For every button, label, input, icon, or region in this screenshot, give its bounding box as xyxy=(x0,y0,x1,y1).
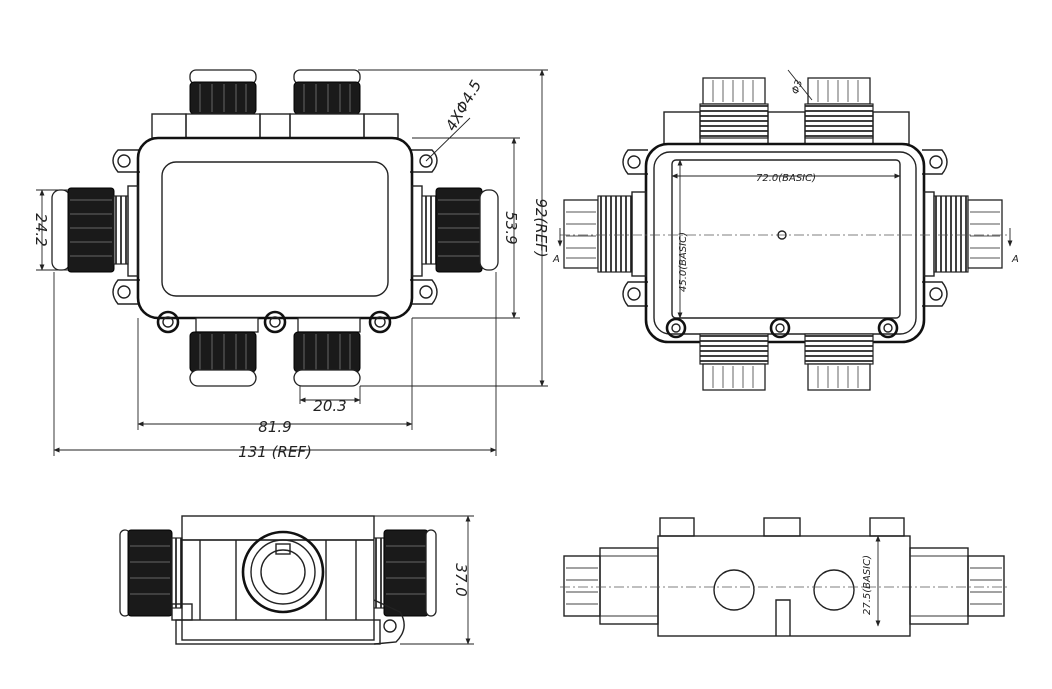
dim-hole-label: 4XΦ4.5 xyxy=(442,77,485,134)
side-gland-ring xyxy=(241,530,325,614)
top-view-dimensions xyxy=(36,69,548,456)
inner-view: 72.0(BASIC) 45.0(BASIC) Φ3 A A xyxy=(552,69,1019,391)
center-mark xyxy=(777,230,787,240)
side-view: 37.0 xyxy=(119,515,474,645)
dim-pitch-label: 20.3 xyxy=(313,397,346,415)
dim-width-inner-label: 81.9 xyxy=(258,418,291,436)
inner-side-glands xyxy=(563,191,1003,277)
top-gland-left xyxy=(185,69,261,139)
section-label-left: A xyxy=(552,254,560,265)
left-gland xyxy=(51,185,139,277)
top-view: 4XΦ4.5 24.2 53.9 92(REF) 20.3 81.9 131 (… xyxy=(32,69,550,461)
inner-top-glands xyxy=(663,77,910,145)
right-gland xyxy=(411,185,499,277)
inner-cavity xyxy=(671,159,901,319)
lid-window xyxy=(161,161,389,297)
inner-dim-height: 45.0(BASIC) xyxy=(678,232,689,292)
front-view: 27.5(BASIC) xyxy=(560,517,1008,637)
dim-width-total-label: 131 (REF) xyxy=(238,443,312,461)
front-dim-depth: 27.5(BASIC) xyxy=(862,555,873,615)
dim-height-total-label: 92(REF) xyxy=(532,198,550,257)
inner-dim-angle: Φ3 xyxy=(790,79,805,96)
dim-height-inner-label: 53.9 xyxy=(502,211,520,244)
dim-gland-label: 24.2 xyxy=(32,213,50,246)
mounting-ears xyxy=(112,149,438,305)
bottom-bolts xyxy=(156,310,392,334)
side-dim-height: 37.0 xyxy=(452,563,470,596)
bottom-gland-left xyxy=(189,317,259,387)
side-lid xyxy=(181,515,375,541)
top-gland-right xyxy=(289,69,365,139)
inner-dim-width: 72.0(BASIC) xyxy=(756,173,816,184)
enclosure-body xyxy=(136,136,414,320)
section-label-right: A xyxy=(1011,254,1019,265)
bottom-gland-right xyxy=(293,317,361,387)
